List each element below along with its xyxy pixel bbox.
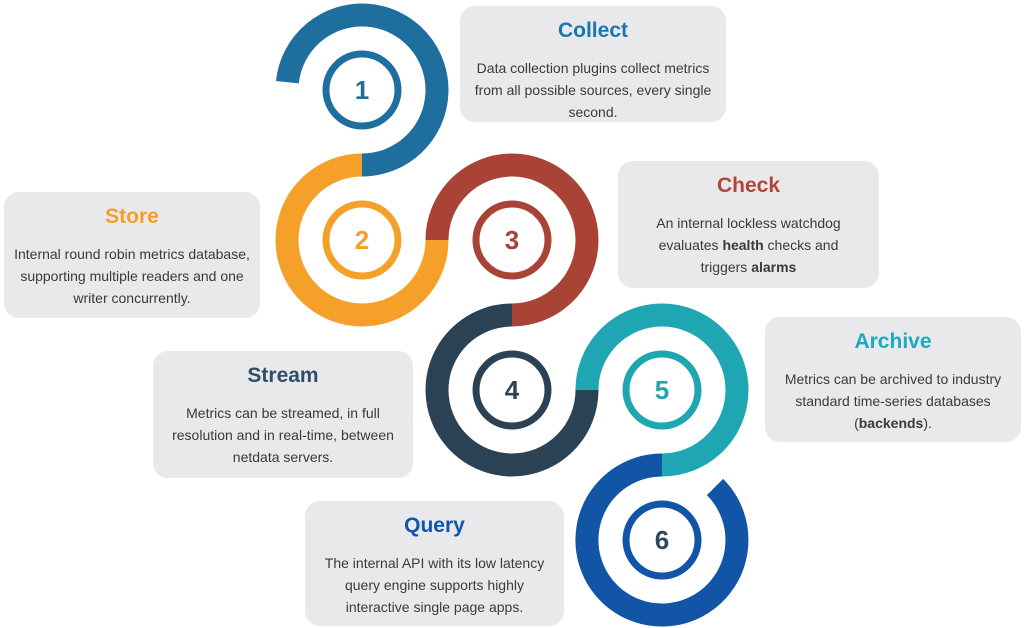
step-6-card: Query The internal API with its low late… (305, 501, 564, 626)
step-2-card: Store Internal round robin metrics datab… (4, 192, 260, 318)
step-4-node-circle (472, 350, 552, 430)
step-3-title: Check (716, 174, 781, 197)
step-5-number: 5 (655, 375, 669, 405)
step-4-card: Stream Metrics can be streamed, in full … (153, 351, 413, 478)
step-1-description: Data collection plugins collect metrics … (474, 60, 712, 120)
step-5-title: Archive (854, 330, 932, 353)
step-5-description: Metrics can be archived to industry stan… (784, 371, 1002, 431)
step-6-description: The internal API with its low latency qu… (324, 555, 545, 615)
step-2-number: 2 (355, 225, 369, 255)
step-1-node-circle (322, 50, 402, 130)
step-6-title: Query (404, 514, 465, 537)
step-3-node-circle (472, 200, 552, 280)
step-5-arc (575, 303, 749, 477)
step-6-number: 6 (655, 525, 669, 555)
step-2-title: Store (105, 205, 159, 228)
step-3-description: An internal lockless watchdog evaluates … (656, 215, 841, 275)
step-2-arc (275, 153, 449, 327)
step-4-number: 4 (505, 375, 520, 405)
step-6-arc (575, 453, 749, 627)
step-1-number: 1 (355, 75, 369, 105)
step-4-arc (425, 303, 599, 477)
step-5-card: Archive Metrics can be archived to indus… (765, 317, 1021, 442)
step-1-arc (275, 3, 449, 177)
step-6-node-circle (622, 500, 702, 580)
step-3-card: Check An internal lockless watchdog eval… (618, 161, 879, 288)
step-4-description: Metrics can be streamed, in full resolut… (172, 405, 394, 465)
step-3-number: 3 (505, 225, 519, 255)
step-1-card: Collect Data collection plugins collect … (460, 6, 726, 122)
step-5-node-circle (622, 350, 702, 430)
step-1-title: Collect (557, 19, 628, 42)
step-2-node-circle (322, 200, 402, 280)
step-4-title: Stream (247, 364, 319, 387)
step-2-description: Internal round robin metrics database, s… (14, 246, 250, 306)
step-3-arc (425, 153, 599, 327)
